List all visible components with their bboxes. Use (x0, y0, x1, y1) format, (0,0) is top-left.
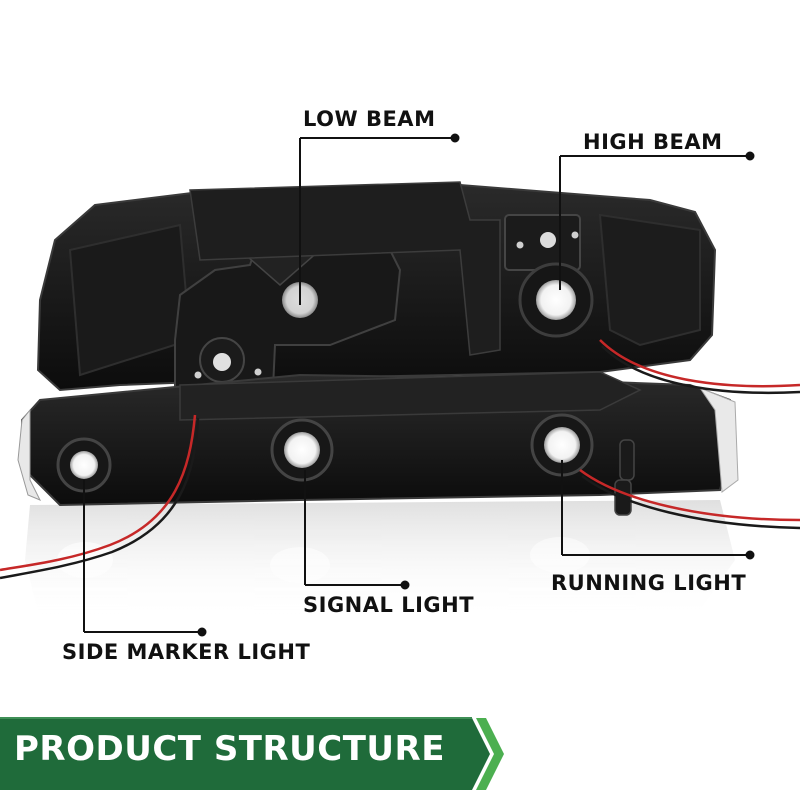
wiring (0, 339, 800, 580)
low-beam-label: LOW BEAM (303, 107, 436, 131)
banner-title: PRODUCT STRUCTURE (14, 729, 445, 769)
signal-light-label: SIGNAL LIGHT (303, 593, 475, 617)
floor-reflection (25, 500, 735, 620)
running-light-label: RUNNING LIGHT (551, 571, 747, 595)
bumper-lamp-housing (17, 371, 739, 516)
leader-lines (83, 133, 755, 637)
high-beam-label: HIGH BEAM (583, 130, 723, 154)
product-structure-banner (0, 717, 504, 790)
headlamp-housing (36, 181, 717, 414)
side-marker-light-label: SIDE MARKER LIGHT (62, 640, 311, 664)
